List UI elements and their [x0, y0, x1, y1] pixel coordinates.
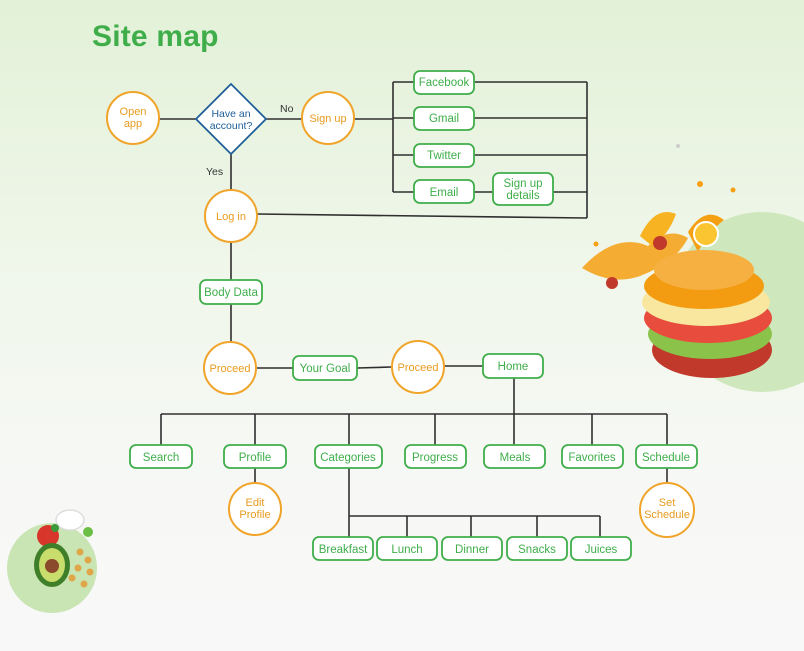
sign-up-details-label-line2: details [506, 190, 539, 202]
home-label: Home [498, 361, 529, 373]
profile-label: Profile [239, 452, 272, 464]
proceed-label-2: Proceed [398, 362, 439, 374]
yes-label: Yes [206, 166, 223, 178]
twitter-label: Twitter [427, 150, 461, 162]
avocado-vegetables-illustration [34, 509, 94, 588]
facebook-node[interactable]: Facebook [413, 70, 475, 95]
favorites-label: Favorites [568, 452, 616, 464]
body-data-node[interactable]: Body Data [199, 279, 263, 305]
twitter-node[interactable]: Twitter [413, 143, 475, 168]
schedule-label: Schedule [642, 452, 690, 464]
home-node[interactable]: Home [482, 353, 544, 379]
body-data-label: Body Data [204, 287, 258, 299]
no-label: No [280, 103, 294, 115]
gmail-node[interactable]: Gmail [413, 106, 475, 131]
categories-node[interactable]: Categories [314, 444, 383, 469]
sign-up-details-label-line1: Sign up [503, 178, 542, 190]
log-in-label: Log in [216, 211, 246, 223]
categories-label: Categories [320, 452, 376, 464]
breakfast-node[interactable]: Breakfast [312, 536, 374, 561]
page-title: Site map [92, 20, 219, 53]
edit-profile-node[interactable]: Edit Profile [228, 482, 282, 536]
lunch-node[interactable]: Lunch [376, 536, 438, 561]
facebook-label: Facebook [419, 77, 470, 89]
juices-node[interactable]: Juices [570, 536, 632, 561]
breakfast-label: Breakfast [319, 544, 368, 556]
open-app-label-line2: app [124, 118, 142, 130]
open-app-label-line1: Open [120, 106, 147, 118]
sign-up-label: Sign up [309, 113, 346, 125]
progress-label: Progress [412, 452, 458, 464]
juices-label: Juices [585, 544, 618, 556]
email-node[interactable]: Email [413, 179, 475, 204]
your-goal-label: Your Goal [300, 363, 351, 375]
email-label: Email [430, 187, 459, 199]
set-schedule-node[interactable]: Set Schedule [639, 482, 695, 538]
search-node[interactable]: Search [129, 444, 193, 469]
schedule-node[interactable]: Schedule [635, 444, 698, 469]
proceed-label-1: Proceed [210, 363, 251, 375]
meals-label: Meals [500, 452, 531, 464]
sign-up-details-node[interactable]: Sign up details [492, 172, 554, 206]
favorites-node[interactable]: Favorites [561, 444, 624, 469]
fruit-splash-illustration [582, 144, 772, 378]
your-goal-node[interactable]: Your Goal [292, 355, 358, 381]
meals-node[interactable]: Meals [483, 444, 546, 469]
open-app-node[interactable]: Open app [106, 91, 160, 145]
set-schedule-label-line1: Set [659, 497, 676, 509]
progress-node[interactable]: Progress [404, 444, 467, 469]
search-label: Search [143, 452, 179, 464]
sign-up-node[interactable]: Sign up [301, 91, 355, 145]
have-account-decision[interactable]: Have an account? [194, 82, 268, 156]
have-account-label-line1: Have an [211, 108, 250, 120]
log-in-node[interactable]: Log in [204, 189, 258, 243]
proceed-node-1[interactable]: Proceed [203, 341, 257, 395]
have-account-label-line2: account? [210, 120, 253, 132]
proceed-node-2[interactable]: Proceed [391, 340, 445, 394]
connector-lines [158, 81, 668, 537]
lunch-label: Lunch [391, 544, 422, 556]
dinner-node[interactable]: Dinner [441, 536, 503, 561]
edit-profile-label-line2: Profile [239, 509, 270, 521]
dinner-label: Dinner [455, 544, 489, 556]
profile-node[interactable]: Profile [223, 444, 287, 469]
snacks-label: Snacks [518, 544, 556, 556]
gmail-label: Gmail [429, 113, 459, 125]
set-schedule-label-line2: Schedule [644, 509, 690, 521]
edit-profile-label-line1: Edit [246, 497, 265, 509]
snacks-node[interactable]: Snacks [506, 536, 568, 561]
